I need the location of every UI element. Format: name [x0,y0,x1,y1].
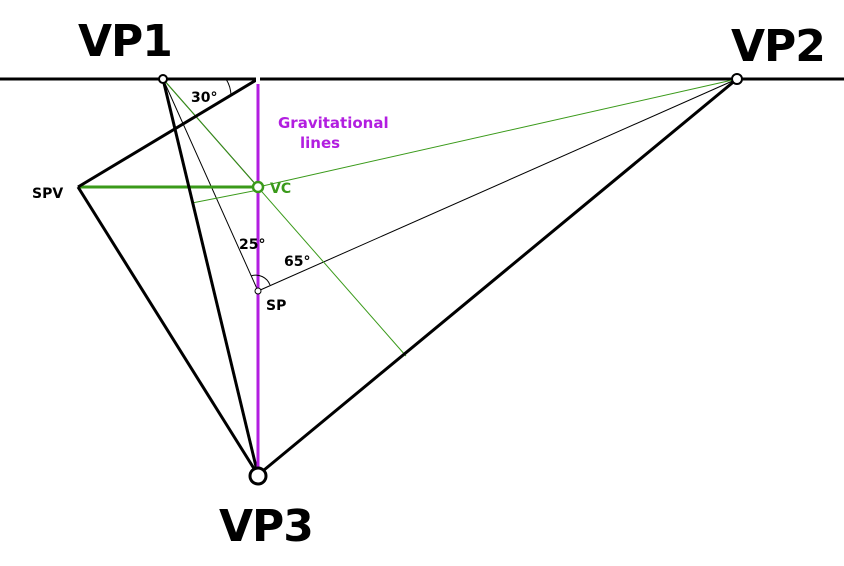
line-vp1-vp3 [161,78,260,476]
angle-30-label: 30° [191,90,217,106]
sp-point [254,287,262,295]
spv-label: SPV [32,186,63,202]
vp2-point [731,73,743,85]
line-spv-top [77,77,259,189]
green-line-short [191,189,259,204]
gravitational-label-line2: lines [300,134,340,152]
angle-25-label: 25° [239,237,265,253]
angle-arc-30 [225,78,232,97]
vp3-label: VP3 [219,501,313,552]
angle-arc-sp [250,274,271,286]
vp1-point [158,74,168,84]
line-sp-vp2 [257,78,738,292]
line-spv-vp3 [76,186,260,476]
vc-point [251,180,265,194]
vp2-label: VP2 [731,21,825,72]
sp-label: SP [266,298,286,314]
vp3-point [248,466,268,486]
angle-65-label: 65° [284,254,310,270]
vp1-label: VP1 [78,16,172,67]
line-vp2-vp3 [257,77,738,477]
vc-label: VC [270,181,291,197]
green-line-vc-vp2 [257,78,738,188]
line-vp1-sp [162,78,259,292]
gravitational-label-line1: Gravitational [278,114,389,132]
green-line-vp1-diagonal [162,78,407,357]
